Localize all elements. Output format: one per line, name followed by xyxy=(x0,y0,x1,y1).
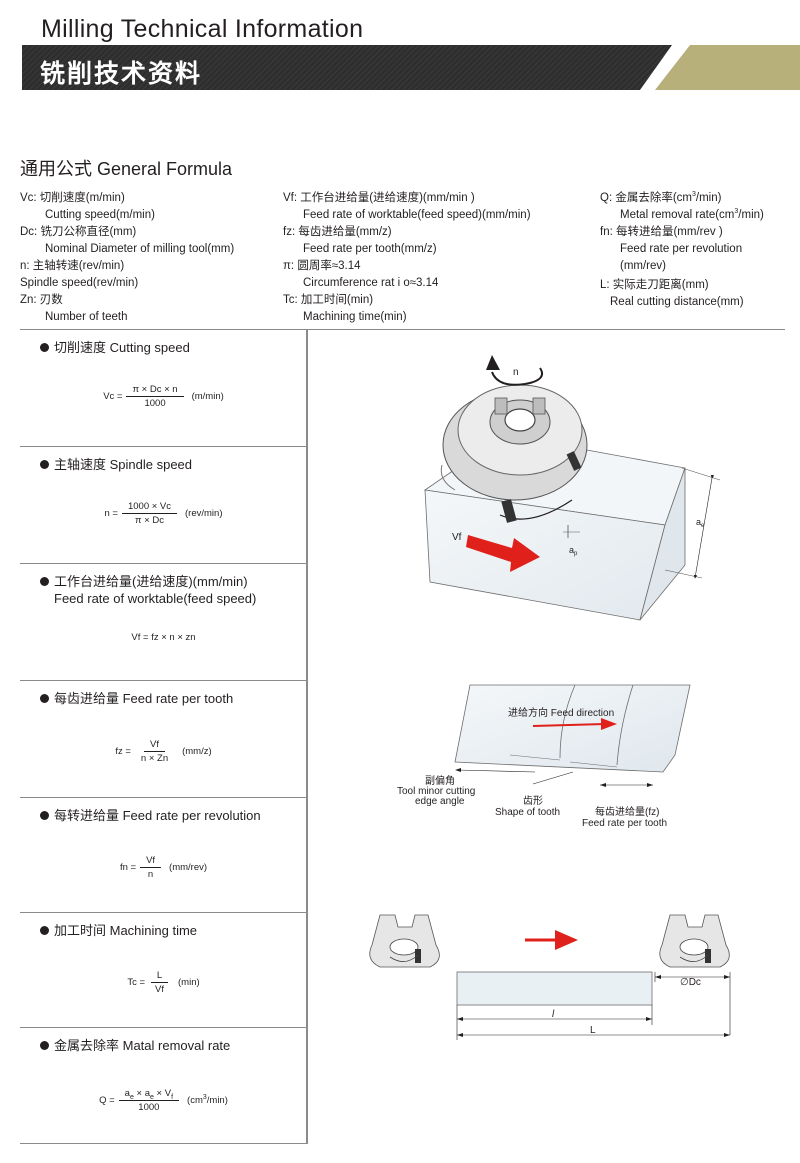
bullet-icon xyxy=(40,577,49,586)
def-fn-en: Feed rate per revolution xyxy=(620,243,743,255)
def-tc: Tc: 加工时间(min) xyxy=(283,294,374,306)
def-pi: π: 圆周率≈3.14 xyxy=(283,260,361,272)
def-dc-en: Nominal Diameter of milling tool(mm) xyxy=(45,243,235,255)
bullet-icon xyxy=(40,1041,49,1050)
def-fn: fn: 每转进给量(mm/rev ) xyxy=(600,226,723,238)
feed-arrow-icon xyxy=(466,535,540,572)
def-zn: Zn: 刃数 xyxy=(20,294,63,306)
minor-angle-en2: edge angle xyxy=(415,796,465,807)
feed-arrow-icon xyxy=(555,930,578,950)
def-pi-en: Circumference rat i o≈3.14 xyxy=(303,277,439,289)
def-q: Q: 金属去除率(cm3/min) xyxy=(600,191,722,204)
face-mill-diagram: n Vf ae ap xyxy=(423,355,721,621)
ae-label: ae xyxy=(696,517,705,529)
minor-angle-en1: Tool minor cutting xyxy=(397,786,475,797)
fz-cn: 每齿进给量(fz) xyxy=(595,805,659,818)
header-banner xyxy=(22,45,800,90)
feed-direction-arrow-icon xyxy=(601,718,617,730)
definitions-column-1: Vc: 切削速度(m/min) Cutting speed(m/min) Dc:… xyxy=(20,190,234,326)
feed-direction-label: 进给方向 Feed direction xyxy=(508,706,614,719)
def-q-en: Metal removal rate(cm3/min) xyxy=(620,208,764,221)
feed-label: Vf xyxy=(452,532,462,543)
def-n-en: Spindle speed(rev/min) xyxy=(20,277,139,289)
bullet-icon xyxy=(40,811,49,820)
definitions-column-3: Q: 金属去除率(cm3/min) Metal removal rate(cm3… xyxy=(600,190,764,311)
formula-title: 切削速度 Cutting speed xyxy=(40,339,190,356)
formula-title: 主轴速度 Spindle speed xyxy=(40,456,192,473)
divider-line xyxy=(20,329,785,330)
page-title-cn: 铣削技术资料 xyxy=(40,60,203,88)
minor-angle-cn: 副偏角 xyxy=(425,774,455,787)
def-l: L: 实际走刀距离(mm) xyxy=(600,279,709,291)
def-dc: Dc: 铣刀公称直径(mm) xyxy=(20,226,137,238)
bullet-icon xyxy=(40,694,49,703)
def-vc-en: Cutting speed(m/min) xyxy=(45,209,155,221)
def-fn-unit: (mm/rev) xyxy=(620,260,666,272)
formula-box-feed-worktable: 工作台进给量(进给速度)(mm/min)Feed rate of worktab… xyxy=(20,563,307,680)
ap-label: ap xyxy=(569,545,578,557)
def-vf-en: Feed rate of worktable(feed speed)(mm/mi… xyxy=(303,209,531,221)
rotation-label: n xyxy=(513,367,519,378)
def-l-en: Real cutting distance(mm) xyxy=(610,296,744,308)
formula-title: 每齿进给量 Feed rate per tooth xyxy=(40,690,233,707)
def-tc-en: Machining time(min) xyxy=(303,311,407,323)
formula-title: 金属去除率 Matal removal rate xyxy=(40,1037,230,1054)
def-fz-en: Feed rate per tooth(mm/z) xyxy=(303,243,437,255)
formula-feed-worktable: Vf = fz × n × zn xyxy=(131,632,196,643)
feed-per-tooth-diagram: 进给方向 Feed direction 副偏角 Tool minor cutti… xyxy=(397,684,691,829)
page-title-en: Milling Technical Information xyxy=(41,15,364,43)
formula-title: 工作台进给量(进给速度)(mm/min)Feed rate of worktab… xyxy=(40,573,256,607)
formula-box-removal-rate: 金属去除率 Matal removal rate Q = ae × ae × V… xyxy=(20,1027,307,1144)
cutter-start-icon xyxy=(369,914,440,968)
l-big-label: L xyxy=(590,1025,596,1036)
tooth-shape-cn: 齿形 xyxy=(523,795,543,807)
cutter-end-icon xyxy=(659,914,730,968)
tooth-shape-en: Shape of tooth xyxy=(495,807,560,818)
bullet-icon xyxy=(40,343,49,352)
l-small-label: l xyxy=(552,1009,555,1020)
def-n: n: 主轴转速(rev/min) xyxy=(20,260,125,272)
machining-length-diagram: ∅Dc l L xyxy=(369,914,731,1040)
formula-title: 每转进给量 Feed rate per revolution xyxy=(40,807,261,824)
definitions-column-2: Vf: 工作台进给量(进给速度)(mm/min ) Feed rate of w… xyxy=(283,190,531,326)
def-zn-en: Number of teeth xyxy=(45,311,128,323)
dc-label: ∅Dc xyxy=(680,977,701,988)
def-vf: Vf: 工作台进给量(进给速度)(mm/min ) xyxy=(283,192,475,204)
section-title: 通用公式 General Formula xyxy=(20,159,233,179)
bullet-icon xyxy=(40,926,49,935)
def-vc: Vc: 切削速度(m/min) xyxy=(20,192,125,204)
column-divider xyxy=(307,329,308,1144)
formula-title: 加工时间 Machining time xyxy=(40,922,197,939)
fz-en: Feed rate per tooth xyxy=(582,818,667,829)
bullet-icon xyxy=(40,460,49,469)
def-fz: fz: 每齿进给量(mm/z) xyxy=(283,226,392,238)
